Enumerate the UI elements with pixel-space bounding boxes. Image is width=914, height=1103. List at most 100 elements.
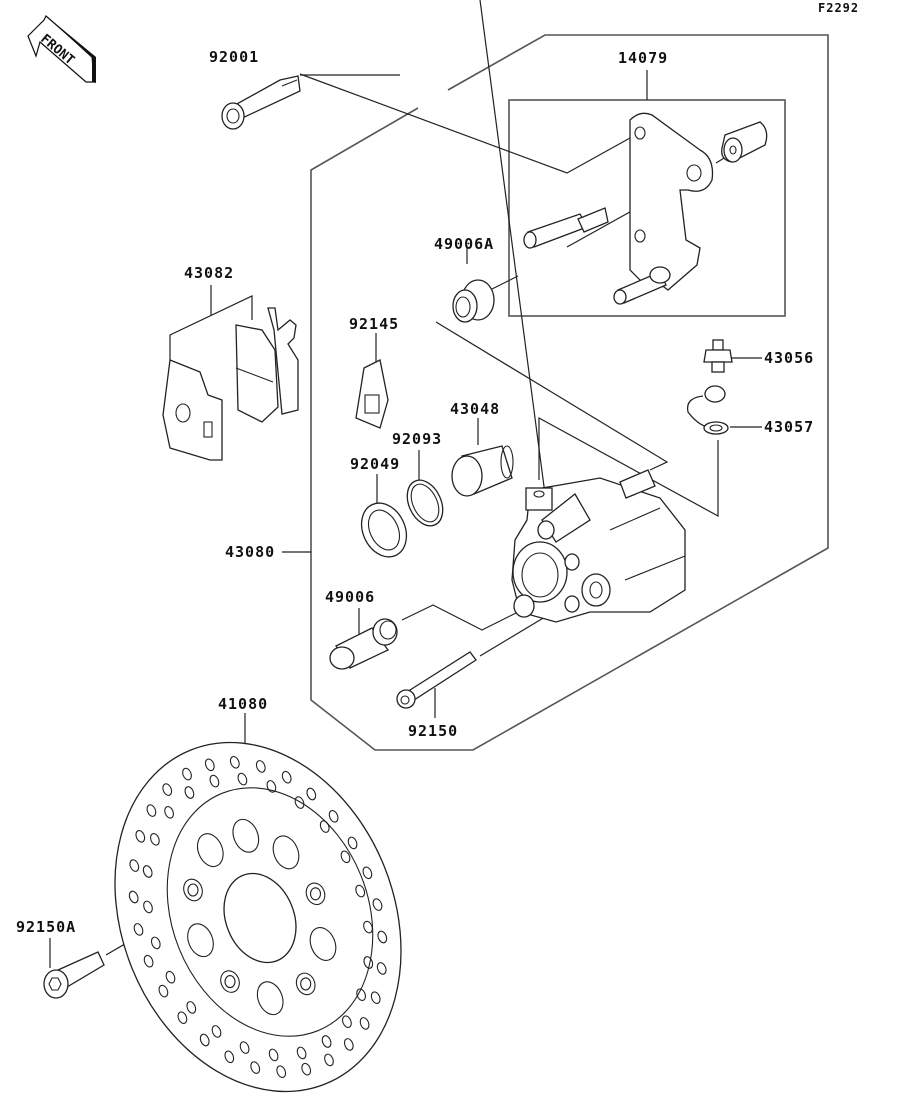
disc-vent-hole xyxy=(363,920,373,934)
label-92001[interactable]: 92001 xyxy=(209,48,259,66)
disc-vent-hole xyxy=(340,850,351,864)
disc-vent-hole xyxy=(355,884,366,898)
disc-vent-hole xyxy=(294,796,305,809)
part-41080-disc xyxy=(114,741,402,1093)
disc-vent-hole xyxy=(306,787,317,801)
disc-vent-hole xyxy=(296,1046,307,1060)
disc-vent-hole xyxy=(211,1025,222,1038)
disc-vent-hole xyxy=(177,1011,188,1025)
disc-bolt-hole xyxy=(295,972,316,996)
disc-bolt-hole xyxy=(183,878,203,902)
disc-bolt-hole-inner xyxy=(187,883,199,897)
label-92150A[interactable]: 92150A xyxy=(16,918,76,936)
disc-vent-hole xyxy=(164,805,174,819)
label-43056[interactable]: 43056 xyxy=(764,349,814,367)
disc-vent-hole xyxy=(150,832,160,846)
label-92049[interactable]: 92049 xyxy=(350,455,400,473)
disc-vent-hole xyxy=(199,1033,210,1047)
disc-vent-hole xyxy=(204,758,215,772)
disc-bolt-hole xyxy=(220,970,240,993)
disc-lightening-hole xyxy=(272,835,300,870)
part-43048-piston xyxy=(451,445,514,497)
disc-vent-hole xyxy=(276,1065,287,1079)
disc-vent-hole xyxy=(146,804,157,817)
disc-vent-hole xyxy=(186,1001,197,1014)
disc-vent-hole xyxy=(266,780,277,793)
disc-vent-hole xyxy=(239,1041,250,1054)
disc-vent-hole xyxy=(129,859,140,872)
label-14079[interactable]: 14079 xyxy=(618,49,668,67)
disc-bolt-hole-inner xyxy=(224,975,236,989)
part-43080-caliper xyxy=(511,469,686,623)
disc-vent-hole xyxy=(370,991,381,1005)
disc-vent-hole xyxy=(268,1048,279,1062)
disc-bolt-hole-inner xyxy=(300,977,312,991)
label-92145[interactable]: 92145 xyxy=(349,315,399,333)
disc-vent-hole xyxy=(363,956,374,969)
disc-vent-hole xyxy=(250,1061,261,1074)
disc-vent-hole xyxy=(319,820,330,833)
front-arrow-icon: FRONT xyxy=(27,15,96,83)
disc-vent-hole xyxy=(133,923,144,936)
disc-vent-hole xyxy=(356,988,366,1002)
part-92093-seal xyxy=(406,479,444,527)
label-49006[interactable]: 49006 xyxy=(325,588,375,606)
disc-vent-hole xyxy=(347,836,358,850)
disc-lightening-hole xyxy=(187,923,214,958)
part-49006-pin xyxy=(329,618,398,670)
disc-vent-hole xyxy=(372,898,383,911)
disc-vent-hole xyxy=(158,984,169,998)
disc-vent-hole xyxy=(229,755,240,769)
disc-vent-hole xyxy=(281,770,292,784)
disc-vent-hole xyxy=(321,1035,332,1048)
diagram-code: F2292 xyxy=(818,1,859,15)
disc-lightening-hole xyxy=(196,833,224,868)
part-92049-seal xyxy=(360,502,408,558)
label-43082[interactable]: 43082 xyxy=(184,264,234,282)
label-92093[interactable]: 92093 xyxy=(392,430,442,448)
disc-vent-hole xyxy=(301,1062,312,1076)
part-49006A-boot xyxy=(452,279,495,323)
part-43057-cap xyxy=(686,385,729,435)
disc-vent-hole xyxy=(324,1053,334,1067)
disc-vent-hole xyxy=(128,890,139,904)
disc-lightening-hole xyxy=(309,927,337,961)
label-43048[interactable]: 43048 xyxy=(450,400,500,418)
part-43056-bleeder xyxy=(703,339,733,373)
part-14079-bracket xyxy=(523,112,768,305)
disc-vent-hole xyxy=(359,1017,370,1030)
disc-vent-hole xyxy=(182,767,192,781)
disc-vent-hole xyxy=(255,760,266,773)
disc-vent-hole xyxy=(376,962,387,975)
assembly-outline xyxy=(282,34,829,751)
part-43082-pads xyxy=(162,307,299,461)
label-92150[interactable]: 92150 xyxy=(408,722,458,740)
disc-vent-hole xyxy=(328,809,339,823)
disc-vent-hole xyxy=(143,900,153,914)
disc-vent-hole xyxy=(362,866,373,880)
disc-vent-hole xyxy=(342,1015,352,1029)
disc-vent-hole xyxy=(184,786,195,799)
disc-vent-hole xyxy=(224,1050,235,1064)
label-43080[interactable]: 43080 xyxy=(225,543,275,561)
part-92150-bolt xyxy=(396,651,477,709)
disc-vent-hole xyxy=(150,936,161,950)
disc-vent-hole xyxy=(237,772,248,786)
label-43057[interactable]: 43057 xyxy=(764,418,814,436)
disc-lightening-hole xyxy=(256,981,284,1016)
disc-lightening-hole xyxy=(232,818,260,853)
disc-vent-hole xyxy=(377,930,388,944)
label-41080[interactable]: 41080 xyxy=(218,695,268,713)
part-92150A-bolt xyxy=(43,951,105,999)
label-49006A[interactable]: 49006A xyxy=(434,235,494,253)
disc-vent-hole xyxy=(162,783,173,796)
disc-vent-hole xyxy=(343,1038,354,1051)
disc-vent-hole xyxy=(165,970,176,984)
disc-vent-hole xyxy=(135,829,146,843)
disc-bolt-hole xyxy=(305,882,326,906)
disc-vent-hole xyxy=(143,954,154,968)
disc-vent-hole xyxy=(142,865,153,878)
part-92145-spring xyxy=(355,359,389,429)
part-92001-bolt xyxy=(221,75,301,130)
